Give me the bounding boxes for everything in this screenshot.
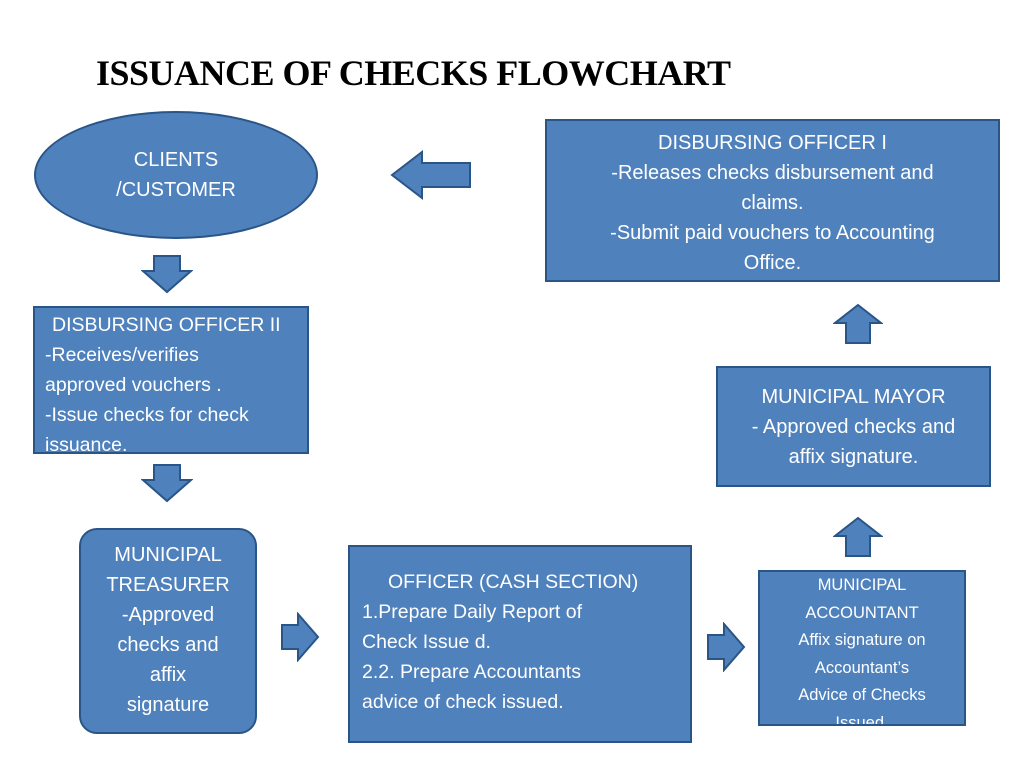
node-text-line: affix signature. <box>788 446 919 468</box>
node-text-line: Check Issue d. <box>362 631 491 653</box>
node-text-line: -Releases checks disbursement and <box>611 162 934 184</box>
node-text-line: Advice of Checks <box>798 686 926 704</box>
node-text-line: issuance. <box>45 434 128 454</box>
node-text-line: claims. <box>741 192 804 214</box>
node-heading: MUNICIPAL MAYOR <box>761 386 946 408</box>
node-text-line: -Submit paid vouchers to Accounting <box>610 222 935 244</box>
node-heading: DISBURSING OFFICER I <box>658 132 887 154</box>
node-clients-customer: CLIENTS /CUSTOMER <box>34 111 318 239</box>
node-text-line: -Approved <box>121 604 215 626</box>
node-heading: TREASURER <box>106 574 230 596</box>
arrow-disbursing-officer-2-to-treasurer <box>141 463 193 503</box>
node-text-line: Issued. <box>835 713 889 726</box>
node-text-line: checks and <box>117 634 219 656</box>
arrow-disbursing-officer-1-to-clients <box>390 150 472 200</box>
node-text-line: -Receives/verifies <box>45 344 199 366</box>
page-title: ISSUANCE OF CHECKS FLOWCHART <box>96 53 731 93</box>
arrow-cash-section-to-accountant <box>706 622 746 672</box>
node-municipal-treasurer: MUNICIPAL TREASURER -Approved checks and… <box>79 528 257 734</box>
node-text-line: 1.Prepare Daily Report of <box>362 601 583 623</box>
arrow-clients-to-disbursing-officer-2 <box>141 254 193 294</box>
node-officer-cash-section: OFFICER (CASH SECTION) 1.Prepare Daily R… <box>348 545 692 743</box>
node-text-line: - Approved checks and <box>751 416 956 438</box>
node-text-line: -Issue checks for check <box>45 404 249 426</box>
node-text-line: affix <box>149 664 187 686</box>
node-heading: MUNICIPAL <box>817 576 907 594</box>
node-text-line: /CUSTOMER <box>116 179 236 201</box>
node-text-line: 2.2. Prepare Accountants <box>362 661 581 683</box>
node-disbursing-officer-1: DISBURSING OFFICER I -Releases checks di… <box>545 119 1000 282</box>
node-text-line: Affix signature on <box>798 631 926 649</box>
node-municipal-accountant: MUNICIPAL ACCOUNTANT Affix signature on … <box>758 570 966 726</box>
node-text-line: advice of check issued. <box>362 691 564 713</box>
node-disbursing-officer-2: DISBURSING OFFICER II -Receives/verifies… <box>33 306 309 454</box>
node-heading: MUNICIPAL <box>114 544 222 566</box>
node-heading: ACCOUNTANT <box>805 603 919 622</box>
node-text-line: signature <box>126 694 210 716</box>
node-text-line: approved vouchers . <box>45 374 222 396</box>
node-municipal-mayor: MUNICIPAL MAYOR - Approved checks and af… <box>716 366 991 487</box>
node-text-line: Accountant’s <box>814 658 910 677</box>
node-text-line: CLIENTS <box>133 149 219 171</box>
arrow-mayor-to-disbursing-officer-1 <box>833 303 883 345</box>
arrow-treasurer-to-cash-section <box>280 612 320 662</box>
arrow-accountant-to-mayor <box>833 516 883 558</box>
node-heading: DISBURSING OFFICER II <box>52 314 281 336</box>
node-heading: OFFICER (CASH SECTION) <box>388 571 639 593</box>
node-text-line: Office. <box>743 252 802 274</box>
